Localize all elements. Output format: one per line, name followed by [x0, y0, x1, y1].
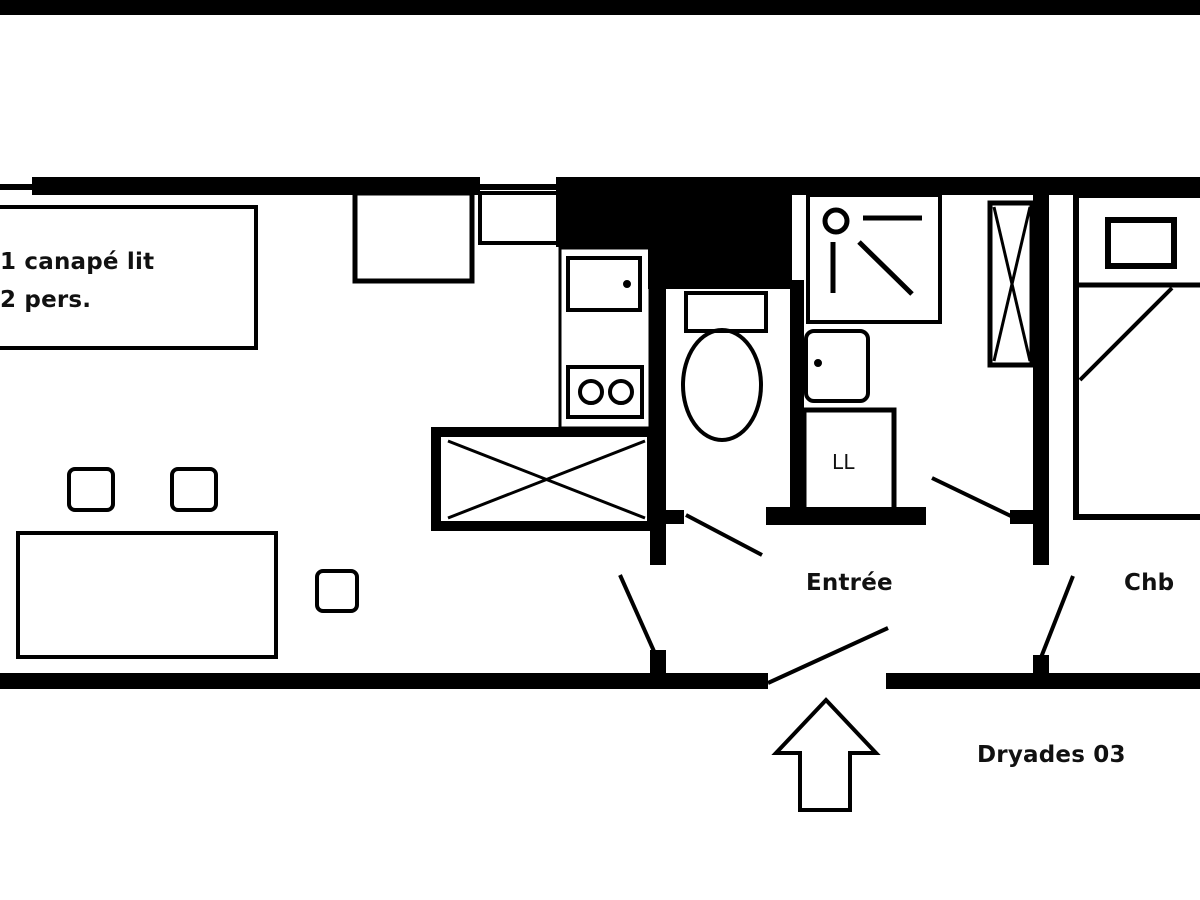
shower	[806, 193, 942, 324]
sofa-label-line2: 2 pers.	[0, 287, 92, 313]
stool	[67, 467, 115, 512]
entrance-label: Entrée	[806, 570, 893, 596]
hob	[566, 365, 644, 419]
wardrobe	[987, 200, 1035, 368]
fixtures	[0, 190, 1200, 659]
sofa-bed	[0, 205, 258, 350]
sink	[566, 256, 642, 312]
stool	[315, 569, 359, 613]
toilet-tank	[684, 291, 768, 333]
dining-table	[16, 531, 278, 659]
top-border-band	[0, 0, 1200, 15]
washing-machine	[801, 407, 897, 513]
arrow-up-icon	[771, 697, 881, 812]
shelf	[478, 191, 560, 245]
kitchen-counter	[558, 246, 652, 430]
washbasin	[804, 329, 870, 403]
sofa-bed-label: 1 canapé lit 2 pers.	[0, 243, 154, 319]
doors	[618, 476, 1075, 685]
pillow	[1105, 217, 1177, 269]
sofa-label-line1: 1 canapé lit	[0, 249, 155, 275]
cupboard	[431, 427, 657, 531]
bedroom-label: Chb	[1124, 570, 1175, 596]
stool	[170, 467, 218, 512]
cabinet	[352, 190, 475, 284]
walls	[0, 177, 1200, 689]
bed	[1073, 192, 1200, 520]
toilet-bowl	[681, 328, 763, 442]
plan-title: Dryades 03	[977, 742, 1126, 768]
washing-machine-label: LL	[832, 450, 855, 474]
